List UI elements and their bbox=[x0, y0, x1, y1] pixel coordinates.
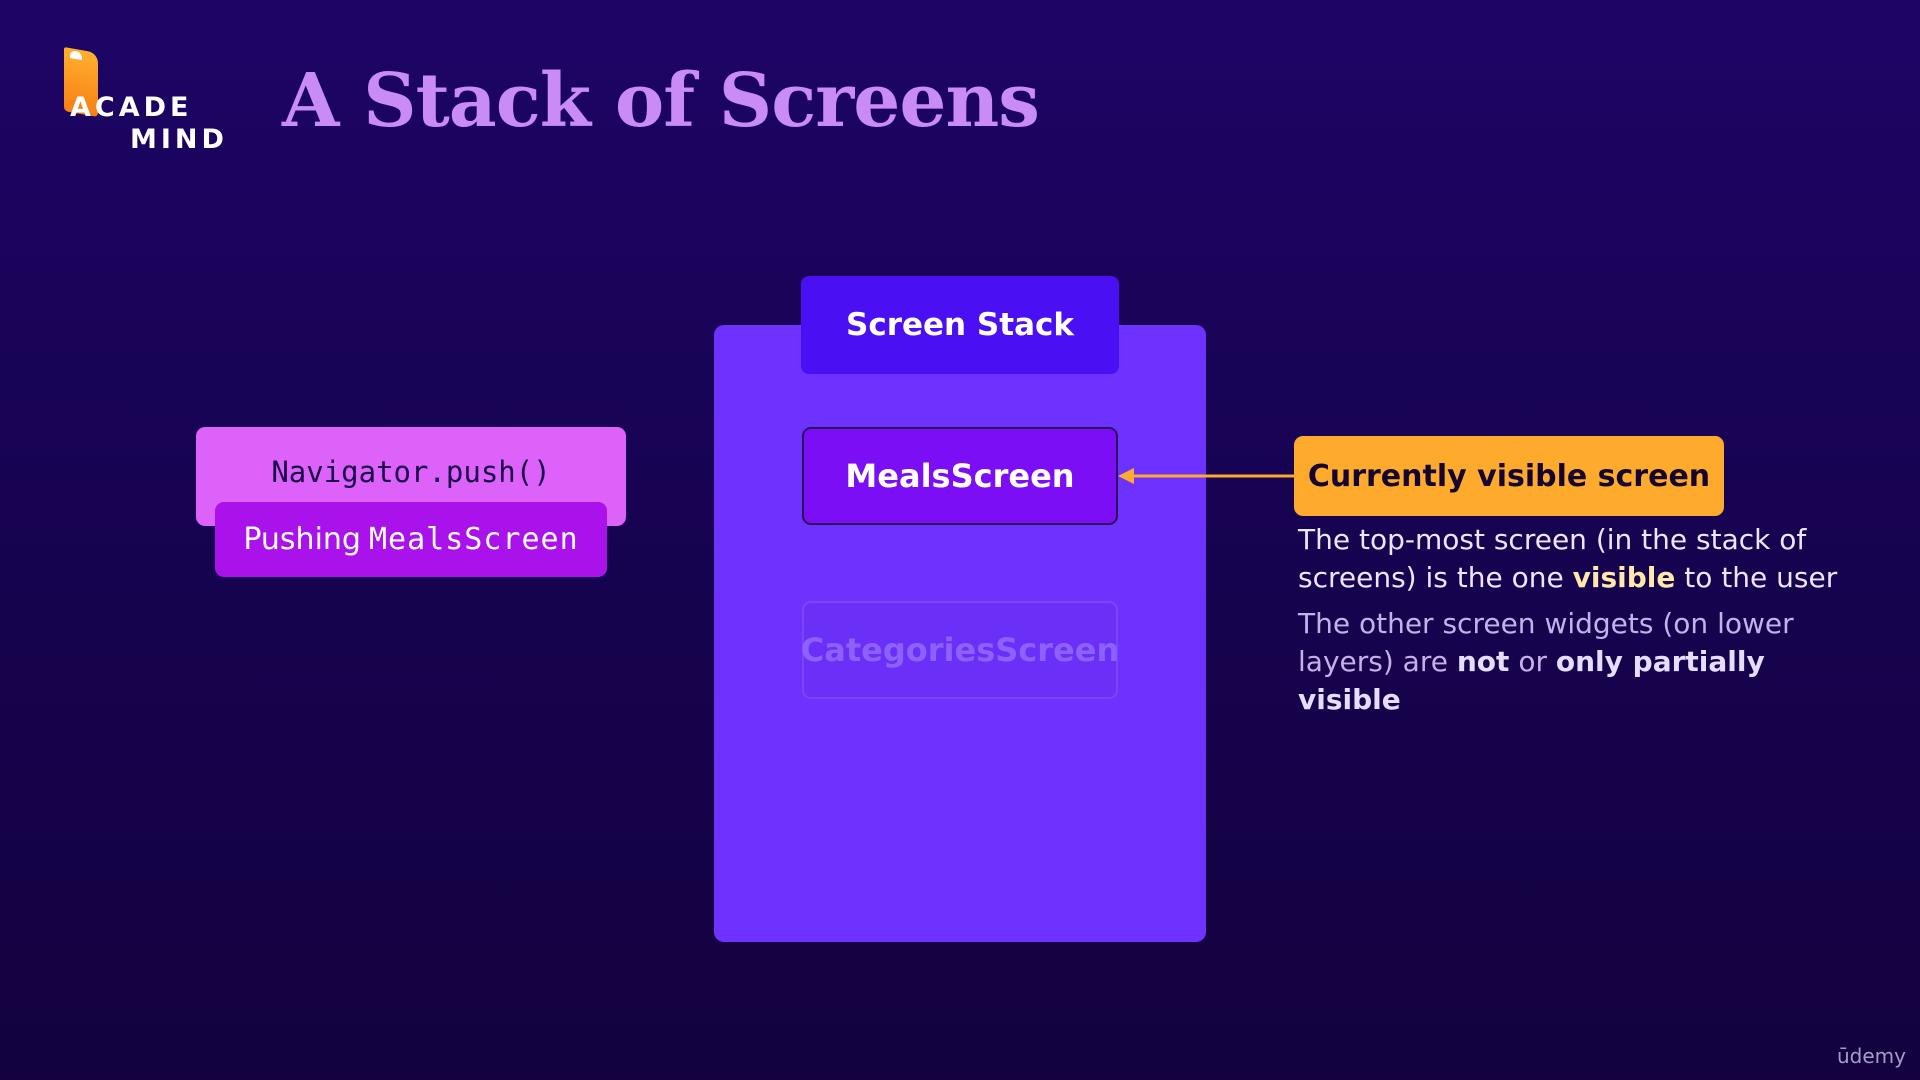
academind-logo: ACADE MIND bbox=[48, 47, 228, 160]
desc1-emphasis: visible bbox=[1572, 561, 1676, 594]
arrow-left-icon bbox=[1118, 468, 1296, 484]
logo-text-line1: ACADE bbox=[70, 92, 193, 123]
pushing-target-label: MealsScreen bbox=[368, 522, 579, 557]
navigator-push-label: Navigator.push() bbox=[271, 455, 551, 489]
pushing-label: Pushing bbox=[243, 522, 361, 557]
top-most-screen-description: The top-most screen (in the stack of scr… bbox=[1298, 521, 1858, 597]
book-page-edge bbox=[70, 50, 82, 61]
meals-screen-card: MealsScreen bbox=[802, 427, 1118, 525]
lower-layers-description: The other screen widgets (on lower layer… bbox=[1298, 605, 1858, 719]
desc2-emphasis-partial: only partially visible bbox=[1298, 645, 1765, 716]
screen-stack-header: Screen Stack bbox=[801, 276, 1119, 374]
desc2-text: The other screen widgets (on lower layer… bbox=[1298, 607, 1794, 678]
desc1-text-end: to the user bbox=[1684, 561, 1838, 594]
slide-title: A Stack of Screens bbox=[282, 58, 1040, 144]
desc2-text-or: or bbox=[1518, 645, 1547, 678]
logo-text-line2: MIND bbox=[130, 124, 228, 155]
categories-screen-card: CategoriesScreen bbox=[801, 601, 1119, 699]
desc2-emphasis-not: not bbox=[1456, 645, 1510, 678]
desc1-text: The top-most screen (in the stack of scr… bbox=[1298, 523, 1807, 594]
udemy-watermark: ūdemy bbox=[1837, 1044, 1906, 1068]
pushing-meals-screen-card: Pushing MealsScreen bbox=[215, 502, 607, 577]
currently-visible-badge: Currently visible screen bbox=[1294, 436, 1724, 516]
